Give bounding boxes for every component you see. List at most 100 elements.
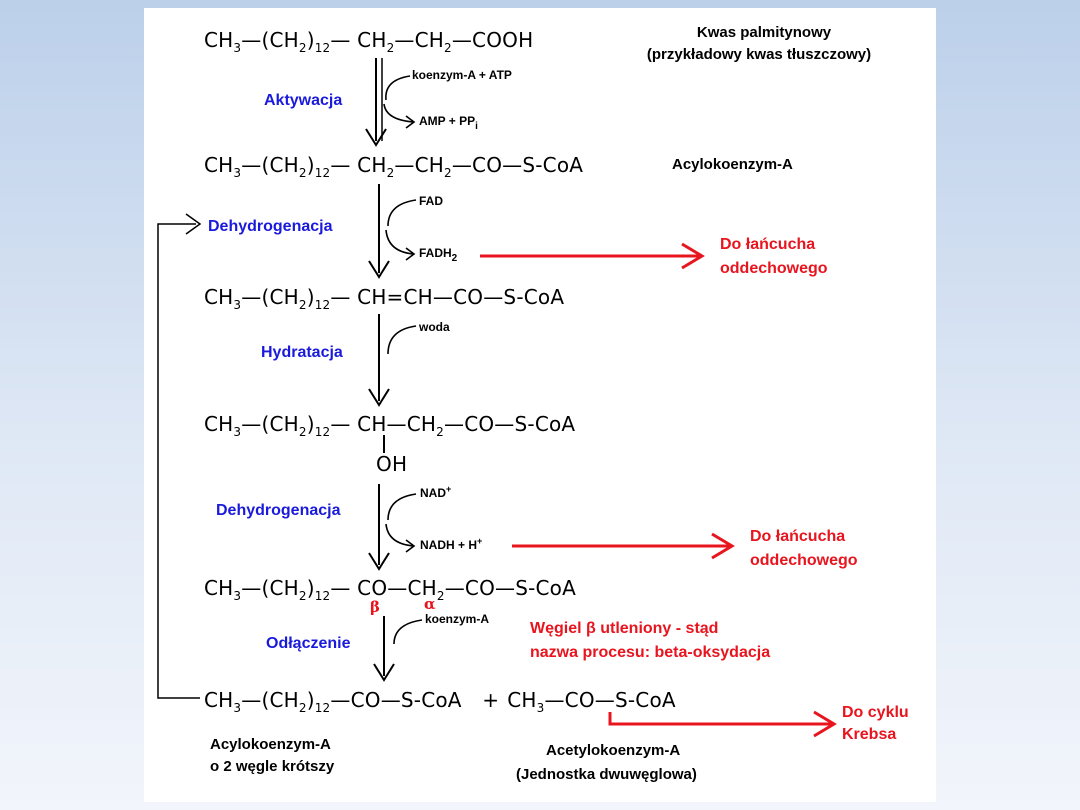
cofactor-coa: koenzym-A xyxy=(425,612,490,626)
formula-part: —(CH xyxy=(241,576,299,600)
subscript: 3 xyxy=(233,298,242,312)
subscript: 3 xyxy=(233,425,242,439)
cofactor-in-arrow xyxy=(393,619,423,645)
label-acyl-short-1: Acylokoenzym-A xyxy=(210,736,331,753)
formula-part: — CH=CH—CO—S-CoA xyxy=(330,285,565,309)
formula-part: —(CH xyxy=(241,688,299,712)
arrowhead xyxy=(368,388,390,407)
arrowhead xyxy=(368,552,390,571)
formula-part: —(CH xyxy=(241,153,299,177)
cofactor-in-arrow xyxy=(387,199,417,227)
cofactor-nadh: NADH + H+ xyxy=(420,537,482,553)
formula-ketoacyl-coa: CH3—(CH2)12— CO—CH2—CO—S-CoA xyxy=(204,576,577,603)
step-cleavage: Odłączenie xyxy=(266,635,351,652)
subscript: 3 xyxy=(233,41,242,55)
subscript: 2 xyxy=(298,298,307,312)
label-respiratory-chain-1b: oddechowego xyxy=(720,260,828,277)
formula-part: ) xyxy=(306,576,315,600)
loop-back-line xyxy=(157,213,202,699)
cofactor-out-arrow xyxy=(383,103,415,123)
formula-part: —(CH xyxy=(241,28,299,52)
label-acyl-short-2: o 2 węgle krótszy xyxy=(210,758,335,775)
label-palmitic-2: (przykładowy kwas tłuszczowy) xyxy=(646,46,872,63)
subscript: 2 xyxy=(436,425,444,439)
label-respiratory-chain-2a: Do łańcucha xyxy=(750,528,846,545)
formula-part: —CO—S-CoA xyxy=(444,576,577,600)
arrowhead xyxy=(185,213,202,235)
reaction-arrows xyxy=(157,58,837,738)
cofactor-out-arrow xyxy=(385,229,415,255)
subscript: 2 xyxy=(298,701,307,715)
formula-palmitic-acid: CH3—(CH2)12— CH2—CH2—COOH xyxy=(204,28,534,55)
formula-part: —CO—S-CoA xyxy=(451,153,584,177)
formula-part: CH xyxy=(204,285,234,309)
subscript: 3 xyxy=(233,701,242,715)
formula-part: — CH—CH xyxy=(330,412,437,436)
arrowhead xyxy=(711,532,735,560)
beta-carbon-marker: β xyxy=(370,598,380,616)
cofactor-text: NADH + H xyxy=(420,538,478,552)
subscript: 2 xyxy=(298,41,307,55)
subscript: 2 xyxy=(298,425,307,439)
subscript: 2 xyxy=(444,41,452,55)
formula-part: —COOH xyxy=(451,28,534,52)
label-krebs-1: Do cyklu xyxy=(842,704,909,721)
step-activation: Aktywacja xyxy=(264,92,343,109)
cofactor-out-arrow xyxy=(385,523,415,547)
formula-products: CH3—(CH2)12—CO—S-CoA +CH3—CO—S-CoA xyxy=(204,688,676,715)
cofactor-fad: FAD xyxy=(419,194,443,208)
subscript: 2 xyxy=(298,166,307,180)
arrowhead xyxy=(405,247,416,261)
formula-hydroxyacyl-coa: CH3—(CH2)12— CH—CH2—CO—S-CoA xyxy=(204,412,575,439)
formula-part: ) xyxy=(306,412,315,436)
cofactor-fadh2: FADH2 xyxy=(419,246,457,264)
subscript: 12 xyxy=(314,298,331,312)
cofactor-water: woda xyxy=(419,320,450,334)
arrowhead xyxy=(368,260,390,279)
formula-part: — CO—CH xyxy=(330,576,437,600)
cofactor-amp: AMP + PPi xyxy=(419,114,478,132)
main-arrows xyxy=(365,58,395,682)
formula-part: — CH xyxy=(330,153,387,177)
red-arrows xyxy=(480,242,837,738)
subscript: 12 xyxy=(314,425,331,439)
label-palmitic-1: Kwas palmitynowy xyxy=(696,24,832,41)
cofactor-nad: NAD+ xyxy=(420,485,451,501)
cofactor-in-arrow xyxy=(387,325,417,355)
alpha-carbon-marker: α xyxy=(424,595,436,613)
arrowhead xyxy=(405,539,416,553)
subscript: 12 xyxy=(314,589,331,603)
subscript: i xyxy=(475,121,478,132)
cofactor-in-arrow xyxy=(387,493,417,521)
label-respiratory-chain-1a: Do łańcucha xyxy=(720,236,816,253)
diagram-panel: CH3—(CH2)12— CH2—CH2—COOH Kwas palmityno… xyxy=(144,8,936,802)
subscript: 12 xyxy=(314,166,331,180)
formula-part: ) xyxy=(306,153,315,177)
label-krebs-2: Krebsa xyxy=(842,726,897,743)
subscript: 2 xyxy=(436,589,445,603)
label-beta-oxidation-1: Węgiel β utleniony - stąd xyxy=(530,620,719,637)
cofactor-text: NAD xyxy=(420,486,446,500)
formula-part: —(CH xyxy=(241,285,299,309)
formula-part: —CH xyxy=(394,28,445,52)
red-arrow-krebs xyxy=(608,712,832,726)
label-acetyl-1: Acetylokoenzym-A xyxy=(546,742,681,759)
subscript: 2 xyxy=(386,41,395,55)
arrowhead xyxy=(681,242,705,270)
formula-part: ) xyxy=(306,28,315,52)
formula-part: CH xyxy=(204,576,234,600)
arrowhead xyxy=(373,663,395,682)
cofactor-in-arrow xyxy=(385,75,411,101)
formula-part: —(CH xyxy=(241,412,299,436)
subscript: 3 xyxy=(233,589,242,603)
formula-part: CH xyxy=(507,688,537,712)
formula-part: — CH xyxy=(330,28,387,52)
formula-part: CH xyxy=(204,153,234,177)
formula-acyl-coa: CH3—(CH2)12— CH2—CH2—CO—S-CoA xyxy=(204,153,584,180)
formula-part: —CH xyxy=(394,153,445,177)
label-beta-oxidation-2: nazwa procesu: beta-oksydacja xyxy=(530,644,771,661)
formula-part: CH xyxy=(204,688,234,712)
step-dehydrogenation-2: Dehydrogenacja xyxy=(216,502,341,519)
cofactor-text: FADH xyxy=(419,246,452,260)
subscript: 3 xyxy=(233,166,242,180)
